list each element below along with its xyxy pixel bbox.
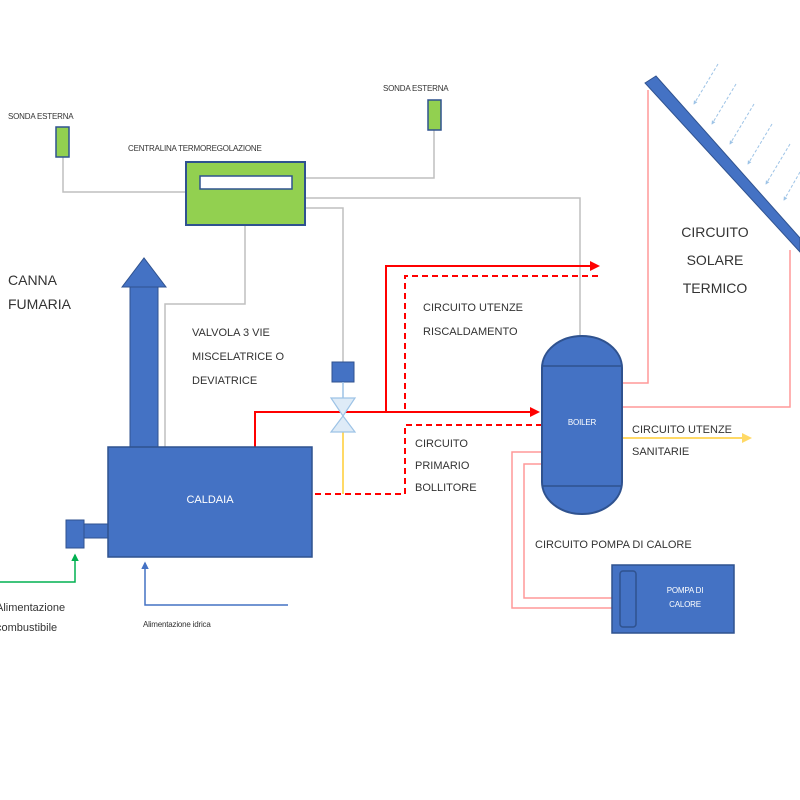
valve-body-icon [329, 397, 357, 433]
heating-return-line [404, 275, 598, 412]
heat-pump-flow-line [511, 451, 612, 609]
heat-pump-label-line: CALORE [669, 600, 701, 609]
solar-circuit-lines [622, 90, 791, 408]
wire-controller-boiler [164, 225, 246, 447]
storage-tank [541, 335, 623, 515]
valve-actuator [331, 361, 355, 383]
three-way-valve [329, 361, 357, 433]
chimney-label-line: CANNA [8, 272, 58, 288]
heat-pump-return-line [523, 463, 612, 599]
solar-circuit-label-line: CIRCUITO [681, 224, 749, 240]
primary-circuit-label-line: BOLLITORE [415, 482, 477, 494]
solar-return-line [622, 250, 791, 408]
heating-circuit-label-line: CIRCUITO UTENZE [423, 302, 524, 314]
sanitary-circuit-label-line: CIRCUITO UTENZE [632, 424, 733, 436]
wire-right-probe [305, 130, 435, 179]
heat-pump-label: POMPA DI CALORE [636, 584, 734, 612]
wire-left-probe [62, 157, 186, 193]
valve-label-line: DEVIATRICE [192, 375, 258, 387]
solar-flow-line [622, 90, 649, 384]
burner-inlet [65, 519, 85, 549]
boiler-label: CALDAIA [186, 494, 234, 506]
solar-collector [644, 63, 800, 253]
controller-display [199, 175, 293, 190]
right-probe-icon [427, 99, 442, 131]
fuel-supply-label-line: Alimentazione [0, 602, 66, 614]
controller-label: CENTRALINA TERMOREGOLAZIONE [128, 144, 262, 153]
wire-controller-valve [305, 207, 344, 362]
primary-circuit-lines [254, 407, 542, 495]
primary-return-line [305, 424, 542, 495]
primary-circuit-label-line: CIRCUITO [415, 438, 468, 450]
valve-label-line: VALVOLA 3 VIE [192, 327, 270, 339]
sanitary-circuit-label-line: SANITARIE [632, 446, 690, 458]
primary-circuit-label-line: PRIMARIO [415, 460, 470, 472]
solar-panel [644, 75, 800, 253]
primary-circuit-label: CIRCUITO PRIMARIO BOLLITORE [415, 433, 477, 499]
chimney-arrow-icon [120, 257, 168, 288]
heating-circuit-label-line: RISCALDAMENTO [423, 326, 518, 338]
heating-circuit-label: CIRCUITO UTENZE RISCALDAMENTO [423, 296, 523, 344]
heat-pump-circuit-lines [511, 451, 612, 609]
boiler-flow-line [254, 407, 540, 447]
burner-connector [83, 523, 109, 539]
left-probe-icon [55, 126, 70, 158]
controller-body [185, 161, 306, 226]
heat-pump-label-line: POMPA DI [666, 586, 704, 595]
solar-circuit-label: CIRCUITO SOLARE TERMICO [655, 218, 775, 302]
left-probe-label: SONDA ESTERNA [8, 112, 74, 121]
boiler-unit [107, 446, 313, 558]
chimney-duct [129, 284, 159, 448]
sanitary-circuit-label: CIRCUITO UTENZE SANITARIE [632, 419, 732, 463]
valve-label-line: MISCELATRICE O [192, 351, 285, 363]
chimney [120, 257, 168, 448]
solar-circuit-label-line: SOLARE [686, 252, 744, 268]
solar-circuit-label-line: TERMICO [682, 280, 748, 296]
chimney-label-line: FUMARIA [8, 296, 71, 312]
wire-controller-tank [305, 197, 581, 340]
fuel-supply-label-line: combustibile [0, 622, 58, 634]
right-probe-label: SONDA ESTERNA [383, 84, 449, 93]
heat-pump-circuit-label: CIRCUITO POMPA DI CALORE [535, 539, 692, 551]
water-line [141, 561, 288, 606]
chimney-label: CANNA FUMARIA [8, 268, 71, 316]
tank-body [541, 335, 623, 515]
controller-unit [185, 161, 306, 226]
control-wires [62, 130, 581, 447]
sun-rays [693, 63, 800, 201]
heat-pump-unit [611, 564, 735, 634]
valve-label: VALVOLA 3 VIE MISCELATRICE O DEVIATRICE [192, 321, 284, 393]
tank-label: BOILER [567, 418, 597, 427]
heat-pump-fan-icon [619, 570, 637, 628]
fuel-supply-label: Alimentazione combustibile [0, 598, 65, 638]
water-supply-label: Alimentazione idrica [143, 620, 211, 629]
fuel-line [0, 553, 79, 583]
